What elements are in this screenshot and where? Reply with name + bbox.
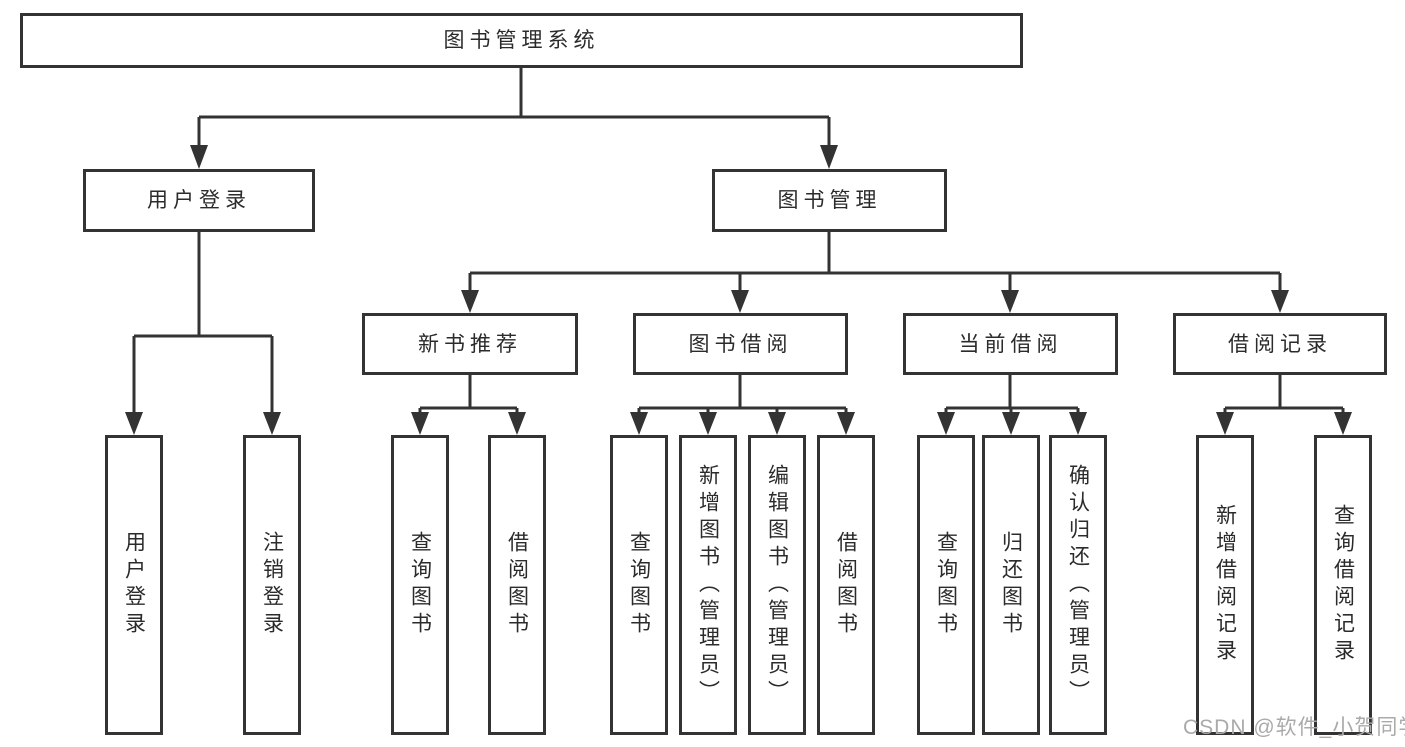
arrow-icon <box>937 412 955 435</box>
node-label: 图书借阅 <box>688 332 793 356</box>
node-label: 新书推荐 <box>418 332 522 356</box>
leaf-query-books-current: 查询图书 <box>917 435 975 735</box>
csdn-watermark: CSDN @软件_小贺同学 <box>1183 716 1405 739</box>
node-new-book-recommend: 新书推荐 <box>362 313 578 375</box>
node-current-borrow: 当前借阅 <box>903 313 1118 375</box>
arrow-icon <box>768 412 786 435</box>
leaf-user-login: 用户登录 <box>105 435 163 735</box>
node-label: 归还图书 <box>999 531 1023 639</box>
arrow-icon <box>1001 290 1019 313</box>
node-label: 借阅图书 <box>505 531 529 639</box>
node-label: 图书管理 <box>777 189 882 212</box>
connector-userlogin-to-leaves <box>132 232 274 416</box>
node-label: 图书管理系统 <box>443 29 600 52</box>
node-label: 确认归还（管理员） <box>1066 463 1090 707</box>
arrow-icon <box>508 412 526 435</box>
arrow-icon <box>731 290 749 313</box>
node-user-login: 用户登录 <box>83 169 315 232</box>
node-label: 新增图书（管理员） <box>696 463 720 707</box>
node-label: 借阅图书 <box>834 531 858 639</box>
leaf-query-borrow-record: 查询借阅记录 <box>1314 435 1372 735</box>
arrow-icon <box>630 412 648 435</box>
leaf-add-books-admin: 新增图书（管理员） <box>679 435 737 735</box>
node-root-system: 图书管理系统 <box>20 13 1023 68</box>
connector-newbook-to-leaves <box>418 375 519 416</box>
node-label: 借阅记录 <box>1228 332 1332 356</box>
node-label: 查询借阅记录 <box>1331 504 1355 666</box>
arrow-icon <box>1002 412 1020 435</box>
connector-root-to-level2 <box>197 68 831 148</box>
node-label: 用户登录 <box>147 189 251 212</box>
node-label: 查询图书 <box>408 531 432 639</box>
arrow-icon <box>411 412 429 435</box>
connector-bookmgmt-to-level3 <box>468 232 1282 293</box>
leaf-add-borrow-record: 新增借阅记录 <box>1196 435 1254 735</box>
leaf-borrow-books: 借阅图书 <box>817 435 875 735</box>
node-label: 查询图书 <box>627 531 651 639</box>
arrow-icon <box>263 412 281 435</box>
arrow-icon <box>190 145 208 169</box>
leaf-borrow-books-recommend: 借阅图书 <box>488 435 546 735</box>
node-label: 编辑图书（管理员） <box>765 463 789 707</box>
node-label: 查询图书 <box>934 531 958 639</box>
arrow-icon <box>1216 412 1234 435</box>
connector-current-to-leaves <box>944 375 1080 416</box>
node-label: 注销登录 <box>260 531 284 639</box>
arrow-icon <box>820 145 838 169</box>
arrow-icon <box>699 412 717 435</box>
leaf-confirm-return-admin: 确认归还（管理员） <box>1049 435 1107 735</box>
arrow-icon <box>1069 412 1087 435</box>
arrow-icon <box>837 412 855 435</box>
node-book-borrow: 图书借阅 <box>633 313 848 375</box>
node-book-management: 图书管理 <box>712 169 947 232</box>
arrow-icon <box>1271 290 1289 313</box>
node-label: 用户登录 <box>122 531 146 639</box>
leaf-query-books-recommend: 查询图书 <box>391 435 449 735</box>
connector-borrow-to-leaves <box>637 375 848 416</box>
node-borrow-records: 借阅记录 <box>1173 313 1387 375</box>
leaf-edit-books-admin: 编辑图书（管理员） <box>748 435 806 735</box>
arrow-icon <box>1334 412 1352 435</box>
arrow-icon <box>125 412 143 435</box>
leaf-query-books-borrow: 查询图书 <box>610 435 668 735</box>
connector-records-to-leaves <box>1223 375 1345 416</box>
leaf-return-books: 归还图书 <box>982 435 1040 735</box>
leaf-logout: 注销登录 <box>243 435 301 735</box>
arrow-icon <box>461 290 479 313</box>
node-label: 新增借阅记录 <box>1213 504 1237 666</box>
node-label: 当前借阅 <box>958 332 1063 356</box>
